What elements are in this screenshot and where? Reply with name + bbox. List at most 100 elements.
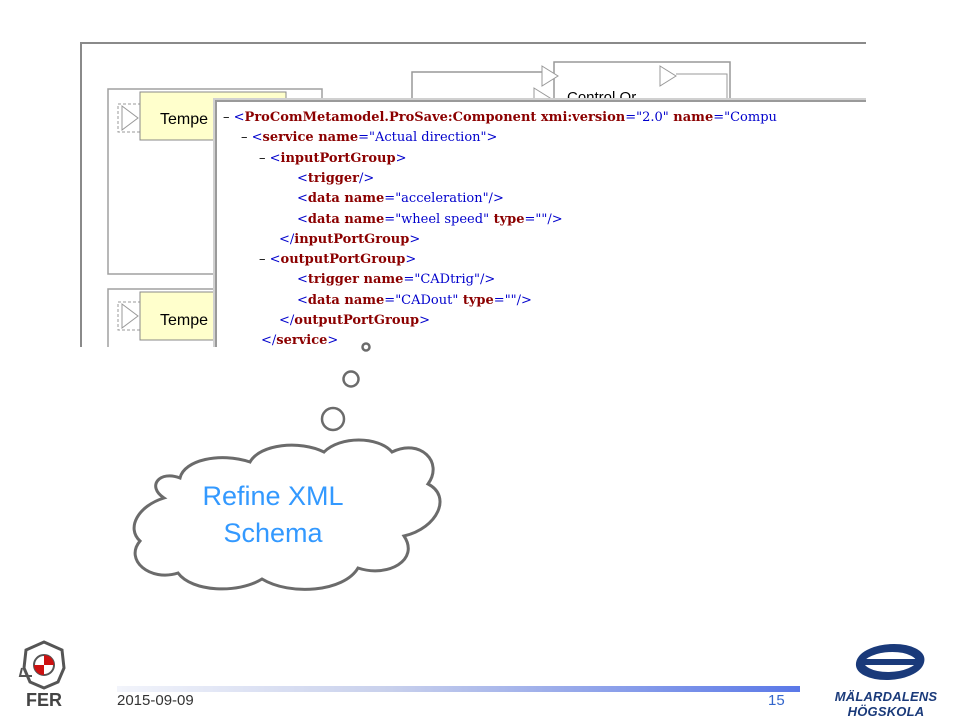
xml-token: =" (384, 292, 402, 308)
xml-token: < (297, 272, 308, 288)
xml-token: </ (261, 333, 277, 347)
xml-token: =" (625, 110, 643, 125)
xml-token: " (483, 211, 490, 227)
page-number: 15 (768, 692, 785, 709)
cloud-text-line2: Schema (223, 518, 323, 548)
xml-token: data (307, 191, 340, 207)
xml-line: <data name="wheel speed" type=""/> (297, 210, 563, 230)
xml-line: – <service name="Actual direction"> (241, 128, 497, 148)
port-triangle-bottom (121, 303, 139, 329)
xml-token: < (269, 252, 281, 268)
xml-token: > (395, 150, 407, 166)
xml-token: trigger (307, 170, 359, 186)
xml-token: CADout (401, 292, 453, 308)
cloud-text-line1: Refine XML (202, 481, 344, 511)
xml-token: > (405, 252, 417, 268)
control-connector (676, 73, 728, 100)
xml-line: <trigger/> (297, 169, 374, 189)
mdh-logo (855, 644, 925, 680)
xml-token: =" (713, 110, 731, 125)
control-port-in (541, 65, 559, 87)
xml-token: trigger (307, 272, 359, 288)
xml-view-window: – <ProComMetamodel.ProSave:Component xmi… (215, 100, 866, 347)
xml-token: data (307, 292, 340, 308)
xml-token: < (251, 130, 263, 146)
xml-token: wheel speed (401, 211, 484, 227)
xml-line: – <inputPortGroup> (259, 149, 407, 169)
xml-token: CADtrig (420, 272, 474, 288)
mdh-logo-text: MÄLARDALENS HÖGSKOLA (834, 689, 938, 719)
xml-token: name (339, 292, 385, 308)
thought-dot-medium (342, 370, 360, 388)
xml-token: > (327, 333, 339, 347)
xml-token: name (313, 130, 359, 146)
xml-token: ProComMetamodel.ProSave:Component (244, 110, 537, 125)
xml-token: name (339, 211, 385, 227)
footer-date: 2015-09-09 (117, 692, 194, 709)
xml-token: </ (279, 231, 295, 247)
xml-token: 2.0 (642, 110, 663, 125)
xml-token: > (419, 313, 430, 328)
xml-line: </inputPortGroup> (279, 230, 420, 250)
xml-token: outputPortGroup (280, 252, 406, 268)
collapse-toggle[interactable]: – (259, 252, 270, 268)
port-triangle-top (121, 105, 139, 131)
xml-token: < (297, 292, 308, 308)
xml-token: name (668, 110, 714, 125)
xml-token: =""/> (493, 292, 532, 308)
xml-token: type (458, 292, 494, 308)
control-port-out (659, 65, 677, 87)
xml-token: inputPortGroup (280, 150, 396, 166)
xml-token: " (662, 110, 669, 125)
fer-logo: FER (18, 640, 66, 710)
xml-token: data (307, 211, 340, 227)
cloud-text: Refine XML Schema (168, 478, 378, 552)
xml-line: </service> (261, 331, 338, 347)
collapse-toggle[interactable]: – (259, 150, 270, 166)
xml-line: </outputPortGroup> (279, 311, 430, 331)
screenshot-frame: Tempe Tempe Control Or – <ProComMetamode… (80, 42, 866, 347)
xml-token: "> (480, 130, 498, 146)
fer-logo-text: FER (26, 690, 62, 710)
xml-line: <data name="CADout" type=""/> (297, 291, 532, 311)
xml-token: service (262, 130, 314, 146)
xml-token: acceleration (401, 191, 483, 207)
xml-token: "/> (482, 191, 504, 207)
mdh-emblem-icon (855, 644, 925, 680)
component-label-bottom: Tempe (160, 312, 208, 329)
cloud-shape (132, 438, 442, 591)
xml-token: name (359, 272, 404, 288)
footer-bar (117, 686, 800, 692)
xml-token: inputPortGroup (294, 231, 410, 247)
xml-token: =" (384, 211, 402, 227)
xml-token: outputPortGroup (294, 313, 420, 328)
thought-dot-large (320, 406, 346, 432)
xml-line: <data name="acceleration"/> (297, 189, 504, 209)
xml-token: name (339, 191, 385, 207)
xml-token: Actual direction (374, 130, 481, 146)
xml-token: service (276, 333, 328, 347)
collapse-toggle[interactable]: – (223, 110, 234, 125)
xml-line: <trigger name="CADtrig"/> (297, 270, 495, 290)
xml-token: =" (358, 130, 375, 146)
xml-token: "/> (474, 272, 496, 288)
component-label-top: Tempe (160, 111, 208, 128)
xml-token: < (297, 191, 308, 207)
xml-token: type (489, 211, 525, 227)
xml-token: =""/> (524, 211, 563, 227)
connector-line (411, 71, 542, 104)
xml-token: xmi:version (536, 110, 626, 125)
xml-token: < (269, 150, 281, 166)
xml-token: < (233, 110, 245, 125)
xml-token: < (297, 211, 308, 227)
xml-token: Compu (730, 110, 777, 125)
xml-token: =" (403, 272, 421, 288)
xml-token: < (297, 170, 308, 186)
xml-token: /> (359, 170, 375, 186)
xml-token: </ (279, 313, 295, 328)
thought-dot-small (361, 342, 371, 352)
collapse-toggle[interactable]: – (241, 130, 252, 146)
fer-emblem-icon (18, 640, 66, 690)
xml-line: – <ProComMetamodel.ProSave:Component xmi… (223, 108, 777, 128)
xml-token: " (452, 292, 459, 308)
